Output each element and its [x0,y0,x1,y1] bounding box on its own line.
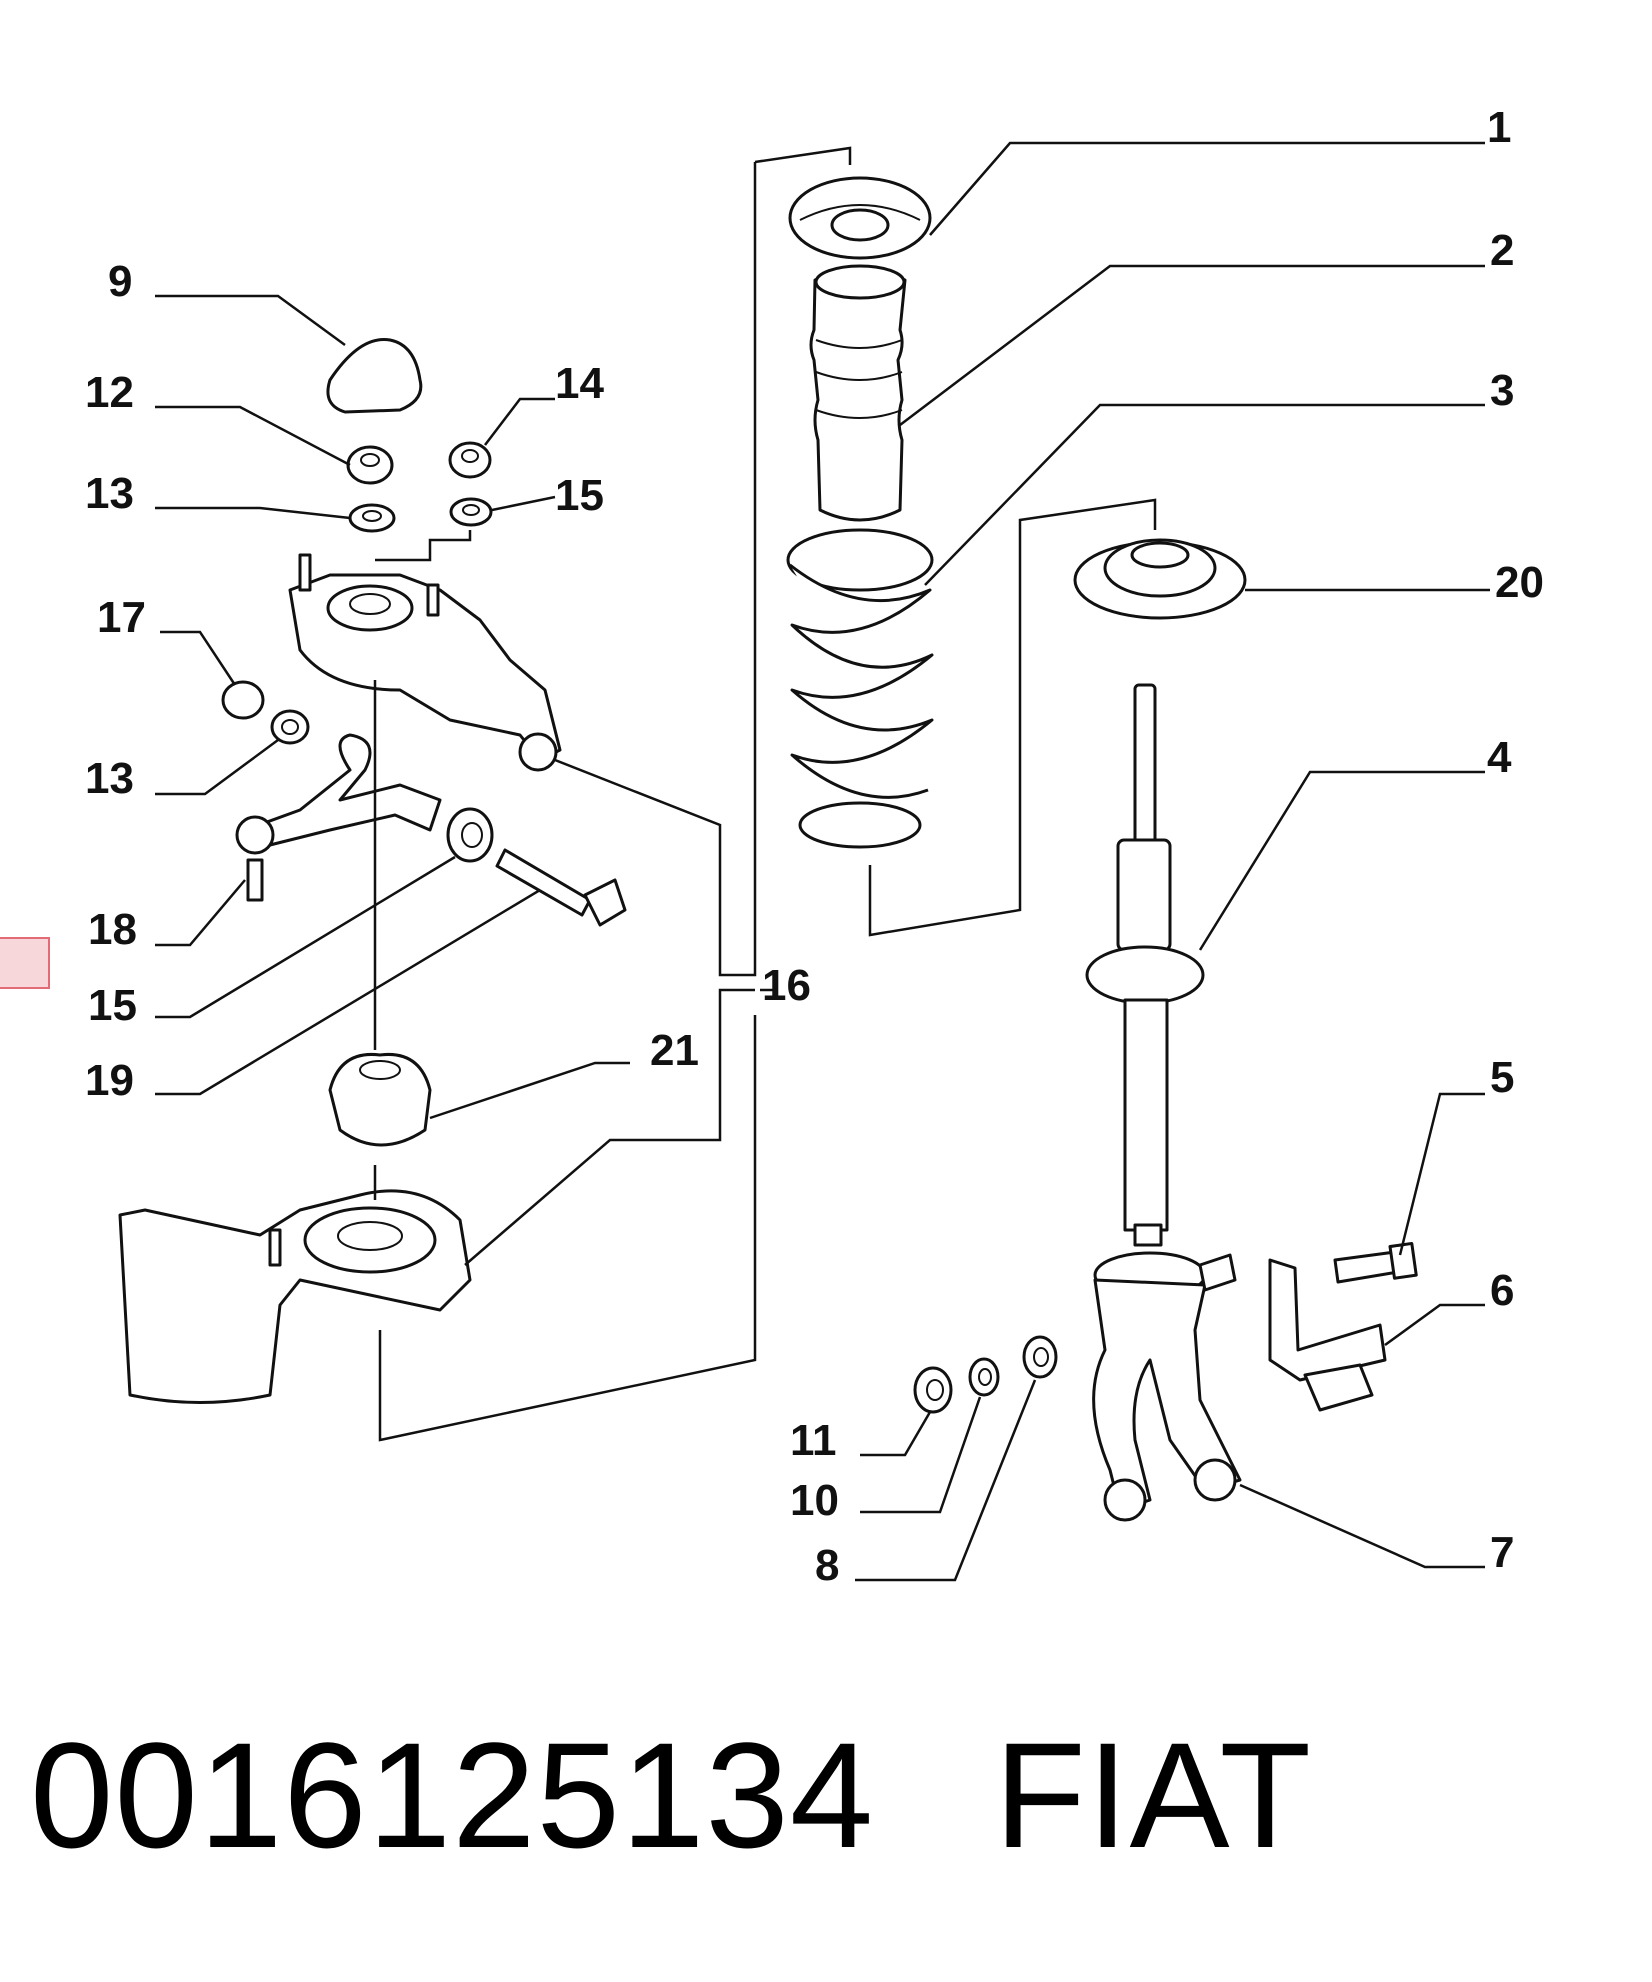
part-7-steering-knuckle [1092,1251,1242,1522]
leader-11 [860,1411,932,1457]
callout-21: 21 [650,1026,699,1075]
part-14-nut [448,441,492,479]
leader-21 [429,1061,630,1120]
leader-15b [155,855,456,1019]
callout-10: 10 [790,1476,839,1525]
leader-7 [1239,1483,1485,1569]
callout-20: 20 [1495,558,1544,607]
callout-17: 17 [97,593,146,642]
callout-15-side: 15 [88,981,137,1030]
leader-9 [155,294,346,347]
part-3-coil-spring [786,528,934,849]
part-13-washer-top [348,503,396,533]
leader-axis-left [375,530,472,562]
part-21-lower-mount-tower [118,1189,472,1404]
part-15-spacer [446,807,494,863]
leader-10 [860,1396,982,1514]
callout-16: 16 [762,961,811,1010]
part-11-nut [913,1366,953,1414]
callout-6: 6 [1490,1266,1514,1315]
callout-5: 5 [1490,1053,1514,1102]
callout-8: 8 [815,1541,839,1590]
part-17-nut [221,680,265,720]
part-12-nut [346,445,394,485]
callout-18: 18 [88,905,137,954]
leader-16-bracket [378,146,852,1442]
leader-2 [899,264,1485,426]
leader-14 [484,397,555,446]
part-4-shock-absorber [1085,683,1205,1247]
callout-labels: 1 2 3 20 4 5 6 7 8 10 11 9 12 13 14 15 1… [85,103,1544,1590]
callout-19: 19 [85,1056,134,1105]
callout-11: 11 [790,1416,837,1465]
manufacturer-name: FIAT [994,1711,1313,1879]
callout-7: 7 [1490,1528,1514,1577]
leader-18 [155,879,246,947]
callout-3: 3 [1490,366,1514,415]
part-5-bolt [1333,1241,1418,1284]
leader-19 [155,888,541,1096]
callout-15-top: 15 [555,471,604,520]
callout-13-side: 13 [85,754,134,803]
leader-3 [924,403,1485,586]
part-15-washer-top [449,497,493,527]
callout-9: 9 [108,257,132,306]
leader-12 [155,405,351,467]
leader-15a [491,495,556,512]
part-18-upper-control-arm [235,733,442,902]
part-13-washer-side [270,709,310,745]
side-marker-tab[interactable] [0,937,50,989]
callout-2: 2 [1490,226,1514,275]
leader-1 [929,141,1485,236]
part-9-rubber-cap [326,338,423,414]
leader-8 [855,1379,1037,1582]
part-2-dust-boot [809,264,907,522]
part-number: 0016125134 [30,1711,875,1879]
leader-13b [155,738,279,796]
leader-6 [1384,1303,1485,1347]
callout-13-top: 13 [85,469,134,518]
callout-1: 1 [1487,103,1511,152]
part-6-bracket [1268,1258,1387,1412]
leader-lines [155,141,1490,1582]
part-19-bolt [495,848,627,927]
callout-12: 12 [85,368,134,417]
part-10-washer [968,1357,1000,1397]
part-21-rubber-bushing [328,1052,432,1147]
leader-bracket-1020 [868,498,1157,937]
leader-5 [1398,1092,1485,1256]
leader-17 [160,630,237,686]
leader-4 [1198,770,1485,951]
leader-13a [155,506,351,520]
part-16-upper-mount-bracket [288,553,562,772]
part-8-nut [1022,1335,1058,1379]
part-20-upper-spring-seat [1073,538,1247,620]
callout-4: 4 [1487,733,1512,782]
callout-14: 14 [555,359,604,408]
part-1-spring-seat-pad [788,176,932,260]
